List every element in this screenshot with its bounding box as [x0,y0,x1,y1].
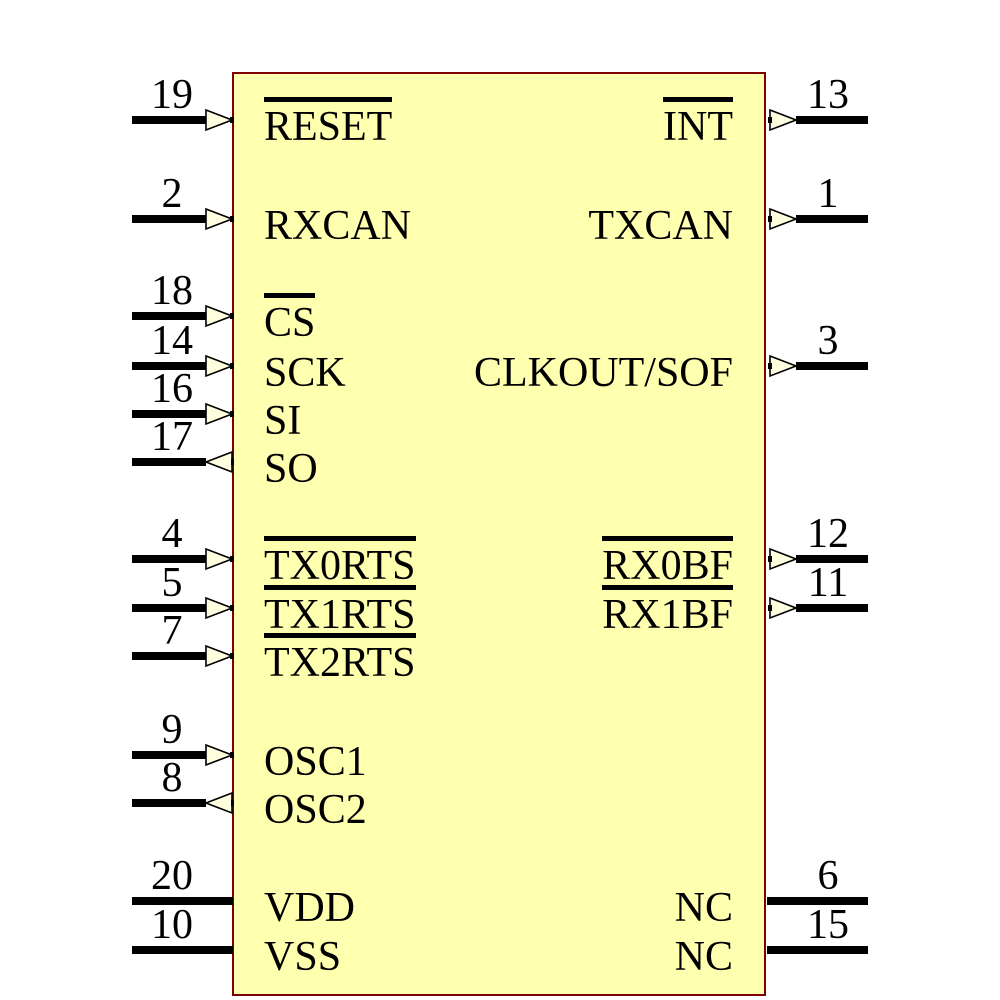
input-arrow-icon [205,304,234,328]
pin-wire [796,116,868,124]
pin-label-vss: VSS [264,934,342,980]
pin-wire [132,555,206,563]
pin-wire [132,897,233,905]
pin-label-sck: SCK [264,350,346,396]
pin-label-tx0rts: TX0RTS [264,536,416,587]
pin-number: 8 [161,755,183,801]
pin-wire [132,215,206,223]
pin-wire [132,116,206,124]
pin-number: 19 [151,72,193,118]
pin-number: 7 [161,608,183,654]
pin-number: 10 [151,902,193,948]
pin-number: 20 [151,853,193,899]
pin-number: 4 [161,511,183,557]
pin-wire [132,799,206,807]
pin-number: 17 [151,414,193,460]
pin-wire [132,652,206,660]
input-arrow-icon [205,547,234,571]
pin-label-nc-6: NC [674,885,733,931]
input-arrow-icon [205,207,234,231]
pin-label-so: SO [264,446,318,492]
pin-wire [132,946,233,954]
ic-body [232,72,766,996]
pin-label-tx2rts: TX2RTS [264,633,416,684]
input-arrow-icon [205,108,234,132]
input-arrow-icon [205,596,234,620]
output-arrow-icon [768,596,798,620]
pin-number: 1 [817,171,839,217]
pin-wire [132,410,206,418]
output-arrow-icon [768,354,798,378]
input-arrow-icon [205,354,234,378]
output-arrow-icon [204,450,234,474]
input-arrow-icon [205,644,234,668]
pin-label-tx1rts: TX1RTS [264,585,416,636]
pin-number: 3 [817,318,839,364]
pin-label-clkout-sof: CLKOUT/SOF [473,350,733,396]
pin-wire [132,751,206,759]
pin-label-rx1bf: RX1BF [602,585,733,636]
pin-number: 13 [807,72,849,118]
pin-number: 11 [807,560,849,606]
pin-label-osc2: OSC2 [264,787,367,833]
pin-wire [796,362,868,370]
pin-number: 9 [161,707,183,753]
pin-wire [767,946,868,954]
pin-wire [767,897,868,905]
pin-label-cs: CS [264,293,316,344]
pin-label-osc1: OSC1 [264,739,367,785]
output-arrow-icon [768,108,798,132]
output-arrow-icon [204,791,234,815]
pin-number: 18 [151,268,193,314]
pin-wire [132,604,206,612]
pin-label-rxcan: RXCAN [264,203,412,249]
pin-label-txcan: TXCAN [588,203,733,249]
pin-number: 15 [807,902,849,948]
pin-label-rx0bf: RX0BF [602,536,733,587]
pin-wire [796,215,868,223]
pin-number: 12 [807,511,849,557]
pin-label-reset: RESET [264,97,393,148]
pin-label-si: SI [264,398,302,444]
pin-label-nc-15: NC [674,934,733,980]
pin-number: 14 [151,318,193,364]
output-arrow-icon [768,207,798,231]
pin-number: 2 [161,171,183,217]
input-arrow-icon [205,743,234,767]
pin-wire [796,555,868,563]
input-arrow-icon [205,402,234,426]
pin-wire [132,458,206,466]
output-arrow-icon [768,547,798,571]
pin-wire [796,604,868,612]
pin-number: 6 [817,853,839,899]
pin-label-int: INT [663,97,733,148]
pin-wire [132,362,206,370]
pin-number: 16 [151,366,193,412]
pin-wire [132,312,206,320]
pin-label-vdd: VDD [264,885,355,931]
pin-number: 5 [161,560,183,606]
